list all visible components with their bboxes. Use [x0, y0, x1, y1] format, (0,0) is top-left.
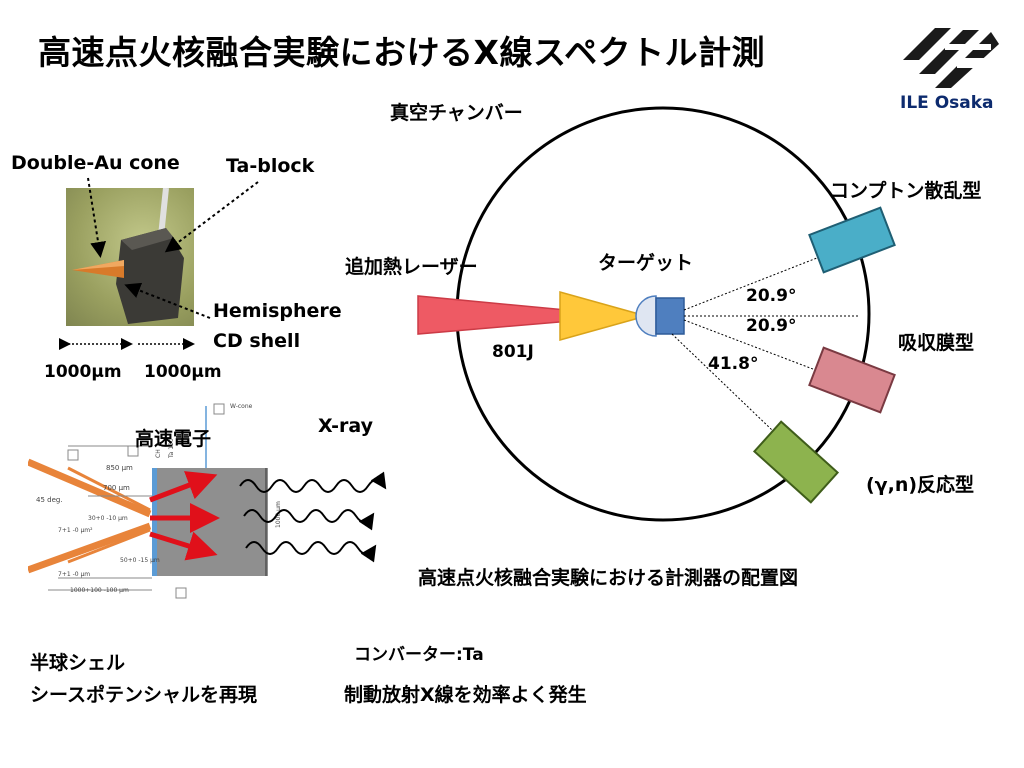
sightline-absorption: [683, 319, 827, 375]
detector-compton: [808, 206, 896, 274]
xray-wave: [245, 541, 377, 563]
shell-pointer: [124, 282, 211, 319]
cone-lower-arm: [28, 522, 152, 574]
svg-text:30+0 -10 μm: 30+0 -10 μm: [88, 515, 128, 522]
svg-text:7+1 -0 μm²: 7+1 -0 μm²: [58, 527, 93, 534]
detector-label-compton: コンプトン散乱型: [830, 180, 982, 202]
ile-logo-icon: [903, 28, 999, 88]
svg-text:50+0 -15 μm: 50+0 -15 μm: [120, 557, 160, 564]
note-converter: コンバーター:Ta: [354, 645, 484, 665]
electron-arrow: [149, 471, 218, 503]
heating-laser: [417, 295, 631, 335]
target-photo: [66, 188, 194, 326]
detector-label-gamma-n: (γ,n)反応型: [866, 474, 975, 496]
xray-wave: [243, 509, 375, 531]
fast-electrons-label: 高速電子: [135, 428, 212, 450]
block-label: Ta-block: [226, 155, 315, 177]
block-pointer: [164, 181, 259, 253]
target-label: ターゲット: [598, 252, 694, 274]
au-cone: [559, 291, 649, 341]
shell-label-line2: CD shell: [213, 330, 301, 352]
note-sheath-potential: シースポテンシャルを再現: [30, 684, 258, 706]
note-hemisphere-shell: 半球シェル: [30, 652, 126, 674]
sightline-compton: [683, 255, 823, 311]
cone-label: Double-Au cone: [11, 152, 180, 174]
laser-energy: 801J: [492, 342, 534, 362]
detector-label-absorption: 吸収膜型: [898, 332, 975, 354]
detector-absorption: [808, 346, 896, 414]
svg-text:45 deg.: 45 deg.: [36, 496, 63, 504]
angle-label-wide: 41.8°: [708, 354, 759, 374]
svg-text:1000+100 -100 μm: 1000+100 -100 μm: [70, 587, 129, 594]
svg-text:1000 μm: 1000 μm: [275, 501, 282, 528]
svg-text:850 μm: 850 μm: [106, 464, 133, 472]
cone-upper-arm: [28, 458, 152, 518]
svg-text:Ta 100: Ta 100: [168, 438, 175, 459]
electron-arrow: [149, 531, 218, 561]
note-bremsstrahlung: 制動放射X線を効率よく発生: [344, 684, 587, 706]
detector-gamma-n: [752, 420, 840, 504]
svg-text:W-cone: W-cone: [230, 403, 253, 410]
shell-label-line1: Hemisphere: [213, 300, 342, 322]
scale-label-right: 1000μm: [144, 362, 222, 382]
xray-wave: [239, 471, 387, 493]
diagram-caption: 高速点火核融合実験における計測器の配置図: [418, 567, 799, 589]
target-schematic: 850 μm 700 μm 45 deg. 30+0 -10 μm 7+1 -0…: [28, 398, 290, 608]
sightline-gamma-n: [671, 333, 773, 431]
logo-text: ILE Osaka: [900, 93, 994, 113]
xray-label: X-ray: [318, 415, 373, 437]
svg-text:7+1 -0 μm: 7+1 -0 μm: [58, 571, 90, 578]
hemisphere-shell: [635, 295, 657, 337]
page-title: 高速点火核融合実験におけるX線スペクトル計測: [38, 33, 766, 72]
angle-label-lower: 20.9°: [746, 316, 797, 336]
angle-label-upper: 20.9°: [746, 286, 797, 306]
cone-pointer: [87, 177, 107, 258]
target-block: [655, 297, 685, 335]
svg-text:700 μm: 700 μm: [103, 484, 130, 492]
svg-text:CH 7: CH 7: [155, 443, 162, 458]
chamber-label: 真空チャンバー: [390, 102, 523, 124]
laser-label: 追加熱レーザー: [345, 256, 478, 278]
scale-label-left: 1000μm: [44, 362, 122, 382]
